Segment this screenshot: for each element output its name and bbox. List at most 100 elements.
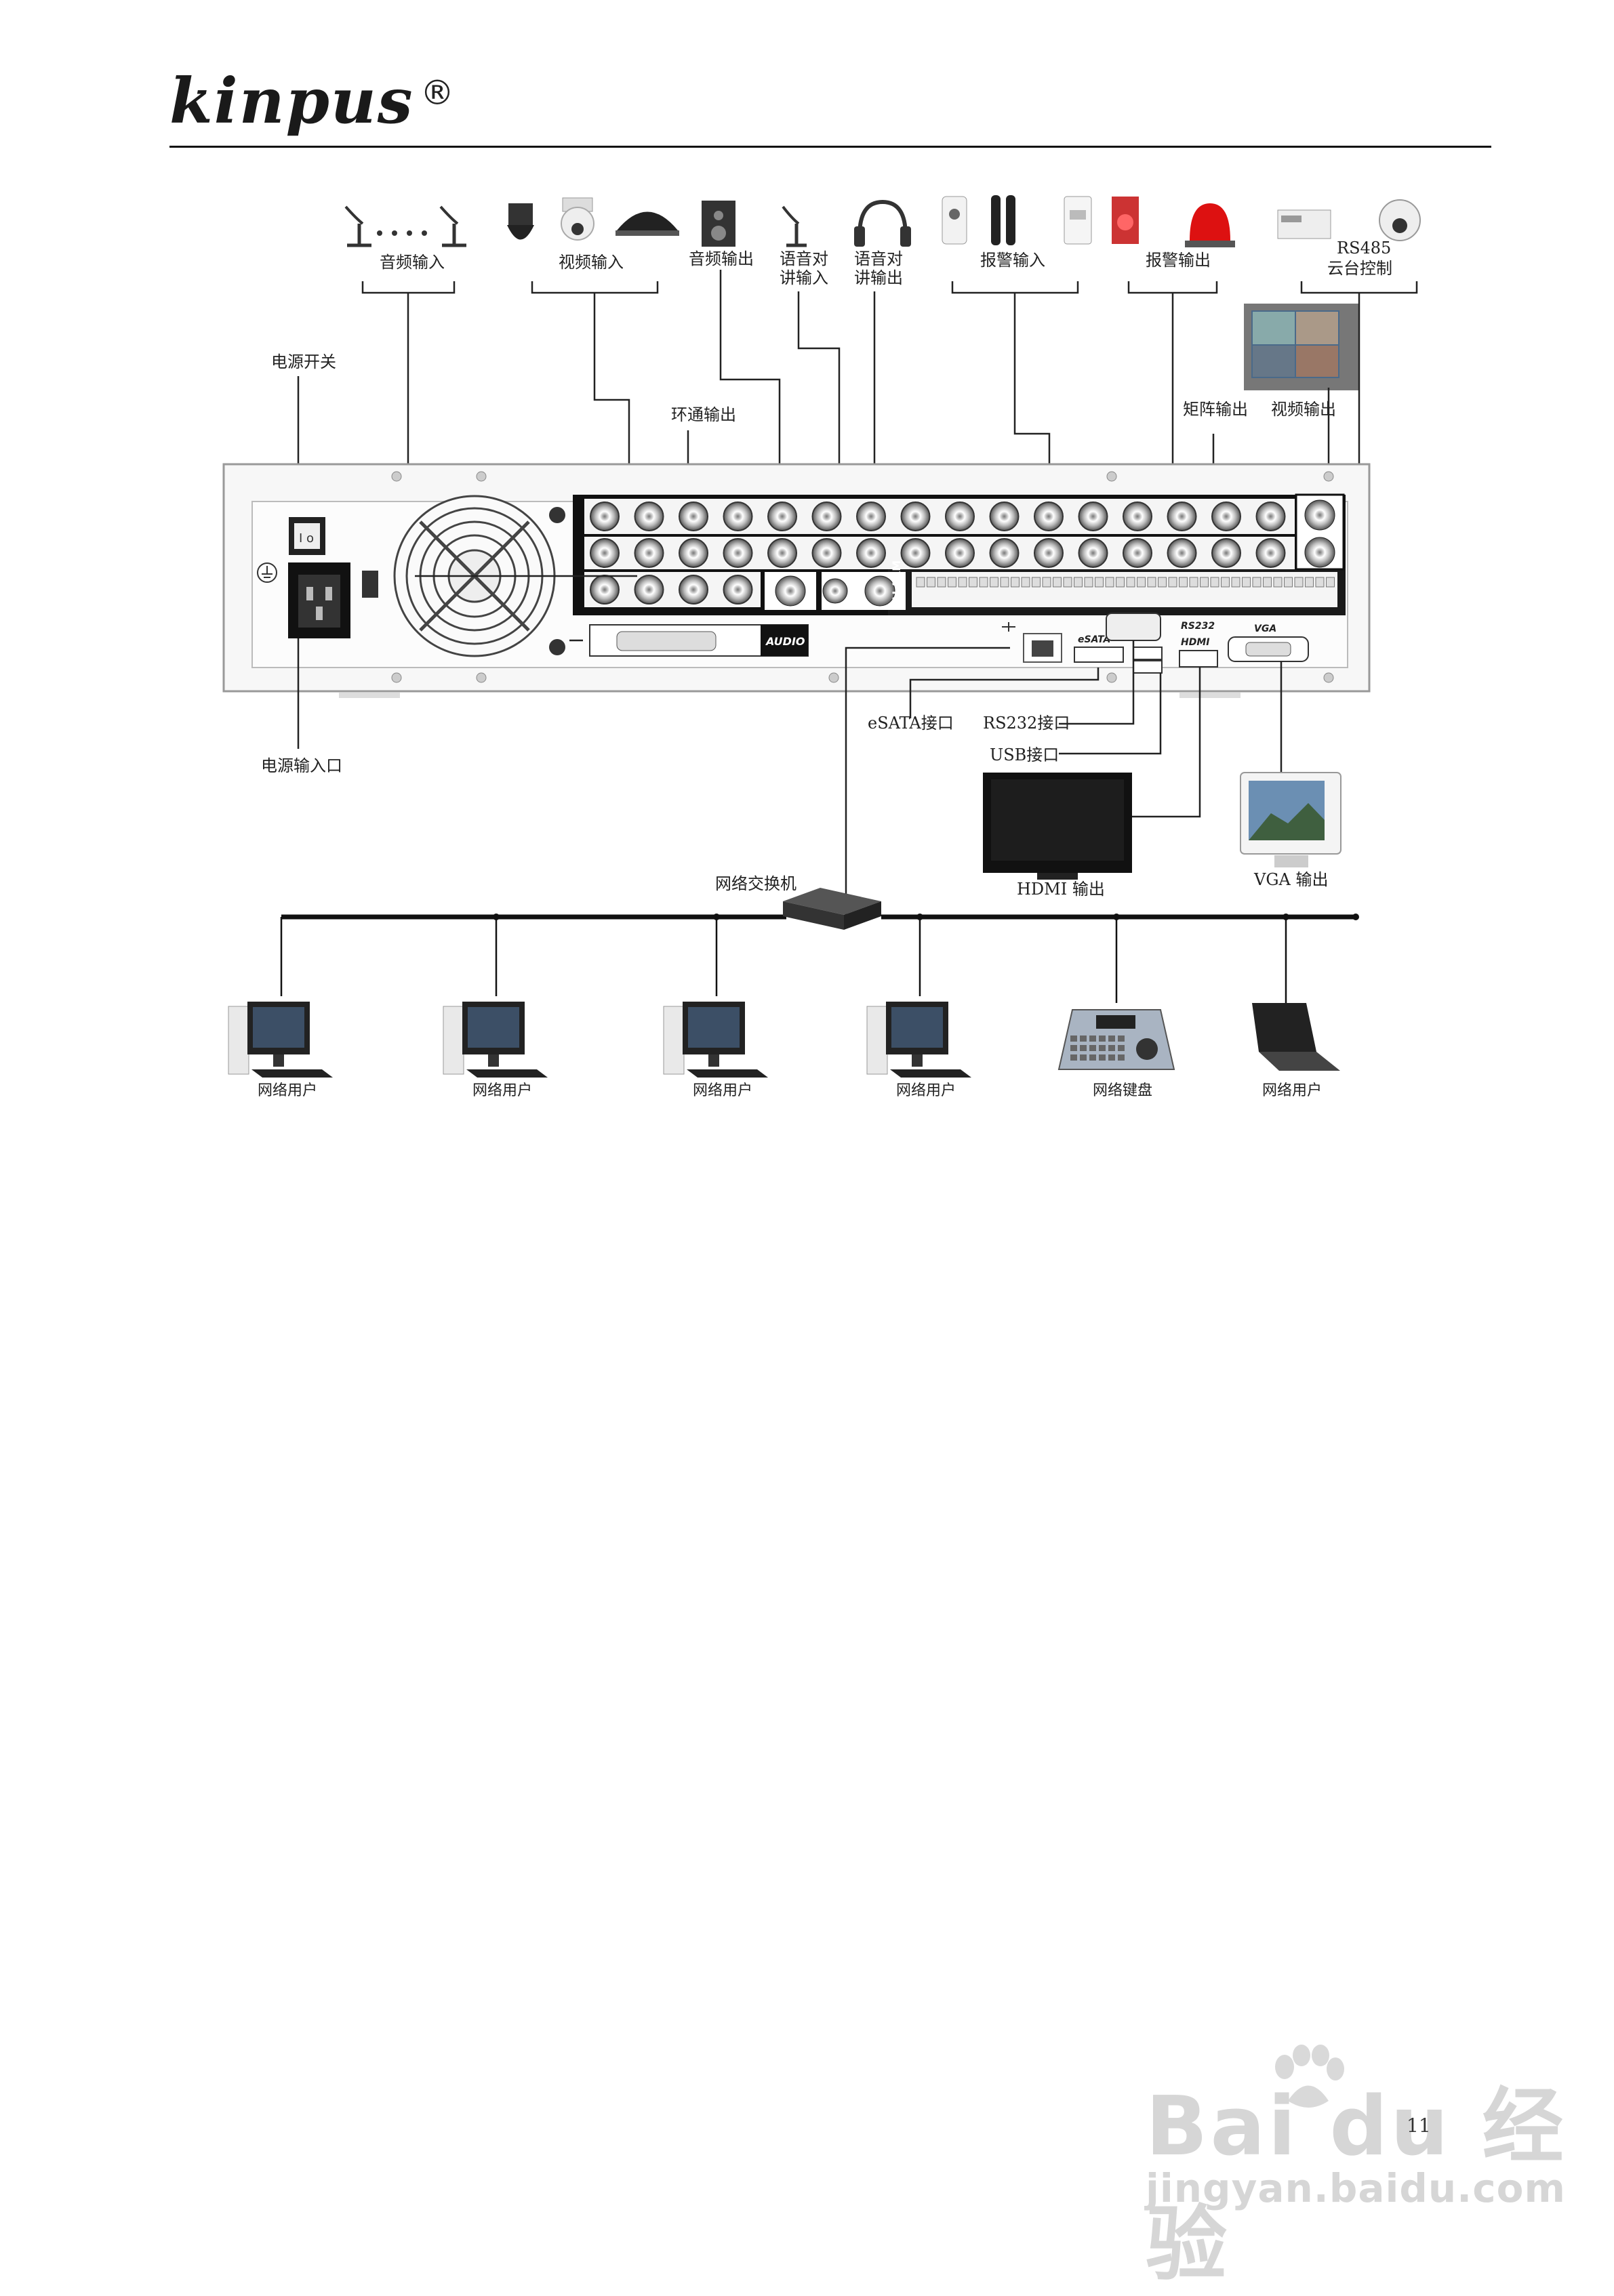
alarm-input-label: 报警输入 bbox=[980, 251, 1045, 270]
vga-port bbox=[1228, 636, 1309, 662]
alarm-terminal bbox=[958, 577, 967, 588]
bnc-connector bbox=[1123, 538, 1152, 568]
brand-logo: kinpus bbox=[169, 64, 414, 138]
hdmi-port bbox=[1179, 650, 1218, 668]
bnc-connector bbox=[634, 501, 664, 531]
page-number: 11 bbox=[1407, 2114, 1431, 2137]
alarm-terminal bbox=[969, 577, 977, 588]
alarm-terminal bbox=[1326, 577, 1335, 588]
alarm-terminal bbox=[1273, 577, 1283, 588]
alarm-terminal bbox=[1084, 577, 1093, 588]
video-output-label: 视频输出 bbox=[1271, 400, 1336, 419]
alarm-terminal bbox=[1126, 577, 1135, 588]
bnc-connector bbox=[723, 501, 753, 531]
esata-port bbox=[1074, 647, 1124, 663]
bnc-connector bbox=[989, 501, 1020, 531]
bnc-connector bbox=[1211, 538, 1241, 568]
microphone-icons bbox=[344, 205, 466, 247]
bnc-connector bbox=[945, 538, 975, 568]
bnc-connector bbox=[1255, 538, 1286, 568]
rs232-port bbox=[1106, 613, 1161, 641]
bnc-connector bbox=[811, 538, 842, 568]
alarm-terminal bbox=[1210, 577, 1219, 588]
bnc-connector bbox=[723, 538, 753, 568]
client-label: 网络用户 bbox=[258, 1082, 317, 1099]
alarm-terminal bbox=[1315, 577, 1325, 588]
talk-mic-icon bbox=[782, 205, 807, 247]
alarm-terminal bbox=[1263, 577, 1272, 588]
alarm-terminal bbox=[1021, 577, 1030, 588]
network-clients: 网络用户网络用户网络用户网络用户网络键盘网络用户 bbox=[228, 1002, 1340, 1099]
bnc-connector bbox=[1078, 501, 1108, 531]
bnc-connector bbox=[590, 575, 620, 604]
vga-output-label: VGA 输出 bbox=[1253, 870, 1328, 889]
alarm-panel-label: ALARM bbox=[890, 560, 903, 603]
network-client bbox=[228, 1002, 333, 1078]
power-switch: I o bbox=[289, 517, 325, 555]
alarm-terminal bbox=[937, 577, 946, 588]
alarm-terminal bbox=[1221, 577, 1230, 588]
bnc-connector bbox=[1167, 501, 1197, 531]
alarm-terminal bbox=[948, 577, 956, 588]
alarm-terminal bbox=[916, 577, 925, 588]
bnc-connector bbox=[900, 501, 931, 531]
alarm-terminal bbox=[1231, 577, 1240, 588]
network-bus bbox=[280, 914, 1359, 1003]
bnc-audio-talk-ports bbox=[765, 572, 906, 610]
bnc-connector bbox=[989, 538, 1020, 568]
alarm-terminal bbox=[1242, 577, 1251, 588]
network-client bbox=[663, 1002, 768, 1078]
video-output-bnc bbox=[1295, 493, 1345, 571]
talk-input-label-2: 讲输入 bbox=[780, 268, 828, 287]
headphones-icon bbox=[854, 199, 911, 247]
loop-output-label: 环通输出 bbox=[671, 405, 736, 424]
network-client bbox=[443, 1002, 548, 1078]
alarm-terminal bbox=[1252, 577, 1262, 588]
alarm-terminal bbox=[1189, 577, 1198, 588]
esata-panel-label: eSATA bbox=[1078, 634, 1110, 645]
bnc-row-audio-in bbox=[590, 575, 753, 604]
bnc-connector bbox=[856, 538, 886, 568]
alarm-terminal bbox=[1116, 577, 1125, 588]
baidu-watermark-url: jingyan.baidu.com bbox=[1146, 2165, 1566, 2211]
vga-panel-label: VGA bbox=[1254, 623, 1276, 634]
alarm-terminal bbox=[990, 577, 998, 588]
bnc-connector bbox=[590, 538, 620, 568]
client-label: 网络用户 bbox=[896, 1082, 956, 1099]
bnc-connector bbox=[1211, 501, 1241, 531]
alarm-terminal bbox=[1000, 577, 1009, 588]
hdmi-output-label: HDMI 输出 bbox=[1017, 880, 1105, 899]
client-label: 网络用户 bbox=[693, 1082, 752, 1099]
alarm-sensor-icons bbox=[942, 195, 1092, 245]
rs232-port-label: RS232接口 bbox=[983, 714, 1070, 733]
alarm-terminal bbox=[1074, 577, 1083, 588]
talk-input-label-1: 语音对 bbox=[780, 249, 828, 268]
alarm-terminal bbox=[1168, 577, 1177, 588]
network-client bbox=[866, 1002, 971, 1078]
alarm-terminal bbox=[1032, 577, 1041, 588]
network-switch-icon bbox=[783, 888, 881, 930]
vga-monitor-icon bbox=[1240, 772, 1341, 867]
usb-ports bbox=[1133, 647, 1163, 674]
bnc-connector bbox=[1034, 501, 1064, 531]
alarm-terminal bbox=[1095, 577, 1104, 588]
ptz-decoder-icons bbox=[1277, 199, 1421, 241]
matrix-output-label: 矩阵输出 bbox=[1183, 400, 1248, 419]
power-input-label: 电源输入口 bbox=[261, 756, 342, 775]
talk-output-label-2: 讲输出 bbox=[854, 268, 903, 287]
network-keyboard bbox=[1057, 1009, 1175, 1070]
bnc-connector bbox=[1078, 538, 1108, 568]
alarm-terminal bbox=[1042, 577, 1051, 588]
bnc-row-video-in bbox=[590, 501, 1286, 531]
power-switch-label: 电源开关 bbox=[271, 352, 336, 371]
alarm-terminal bbox=[1105, 577, 1114, 588]
network-client bbox=[1252, 1003, 1340, 1071]
hdmi-tv-icon bbox=[983, 773, 1132, 880]
audio-db25-port bbox=[589, 624, 809, 657]
network-switch-label: 网络交换机 bbox=[715, 874, 796, 893]
ethernet-port bbox=[1002, 622, 1062, 663]
alarm-terminal bbox=[1137, 577, 1146, 588]
bnc-connector bbox=[679, 575, 708, 604]
client-label: 网络键盘 bbox=[1093, 1082, 1152, 1099]
